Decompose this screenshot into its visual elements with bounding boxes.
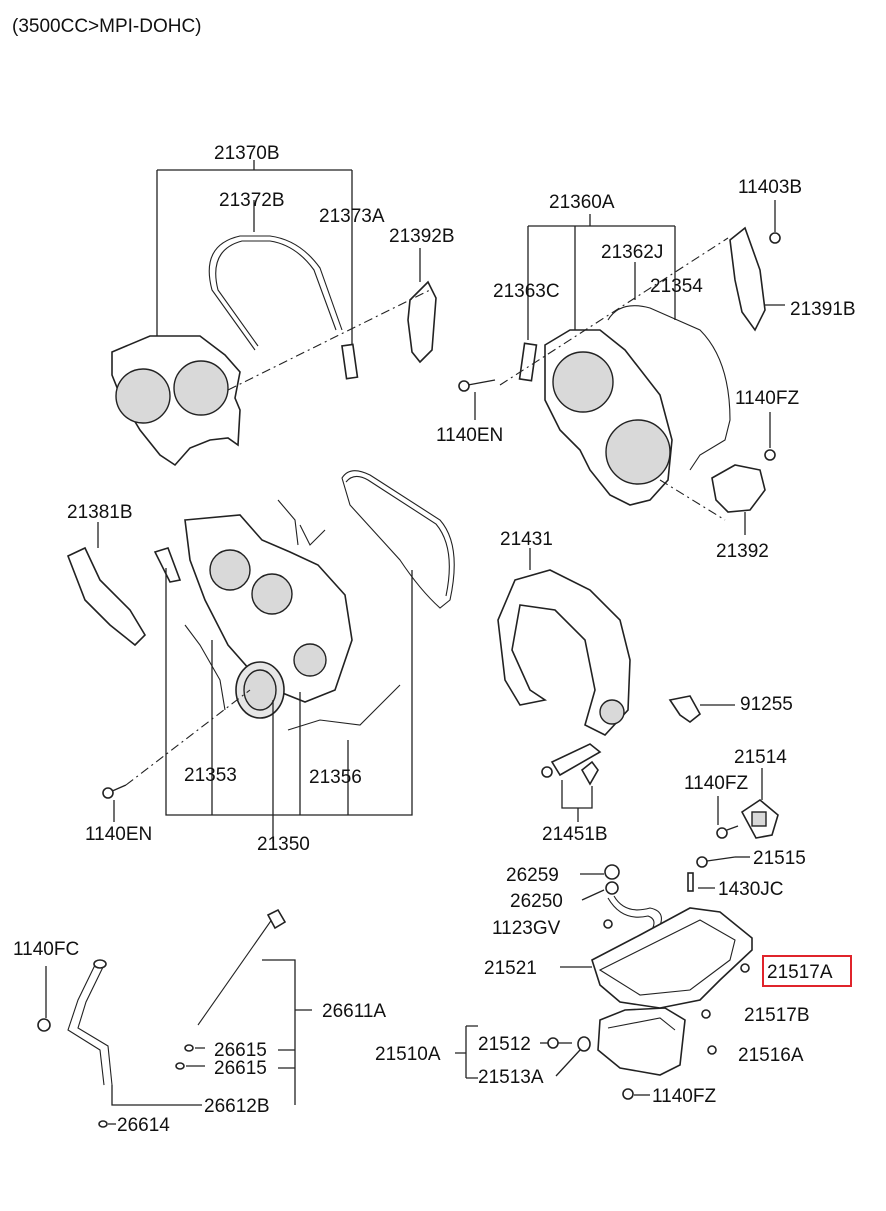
oil-pressure-switch-21451B[interactable]	[550, 743, 602, 777]
label-26611A[interactable]: 26611A	[322, 1001, 386, 1022]
label-21515[interactable]: 21515	[753, 848, 806, 869]
label-1140FZ-middle[interactable]: 1140FZ	[684, 773, 748, 794]
gasket-21354[interactable]	[607, 305, 731, 471]
drain-plug-21512[interactable]	[547, 1037, 572, 1049]
label-26615-a[interactable]: 26615	[214, 1040, 267, 1061]
o-ring-26615-b[interactable]	[175, 1062, 185, 1070]
drain-gasket-21513A[interactable]	[577, 1036, 591, 1052]
label-21381B[interactable]: 21381B	[67, 502, 133, 523]
highlighted-part-box[interactable]	[762, 955, 852, 987]
label-21431[interactable]: 21431	[500, 529, 553, 550]
label-1140FC[interactable]: 1140FC	[13, 939, 79, 960]
label-21372B[interactable]: 21372B	[219, 190, 285, 211]
label-21356[interactable]: 21356	[309, 767, 362, 788]
label-1430JC[interactable]: 1430JC	[718, 879, 784, 900]
timing-belt[interactable]	[341, 470, 455, 609]
o-ring-26614[interactable]	[98, 1120, 108, 1128]
bolt-21517A[interactable]	[740, 963, 750, 973]
label-11403B[interactable]: 11403B	[738, 177, 802, 198]
bracket-21381B[interactable]	[66, 546, 147, 647]
engine-plate-group	[497, 548, 735, 822]
label-1140EN-lower[interactable]: 1140EN	[85, 824, 152, 845]
part-labels: 21370B 21372B 21373A 21392B 21360A 11403…	[13, 143, 856, 1136]
label-21360A[interactable]: 21360A	[549, 192, 615, 213]
dowel-1430JC[interactable]	[687, 872, 694, 892]
label-21512[interactable]: 21512	[478, 1034, 531, 1055]
middle-left-timing-group	[66, 470, 455, 842]
label-21451B[interactable]: 21451B	[542, 824, 608, 845]
bolt-1140FZ-middle[interactable]	[716, 825, 739, 839]
label-21513A[interactable]: 21513A	[478, 1067, 544, 1088]
upper-right-timing-cover-group	[458, 200, 785, 535]
label-1140FZ-upper[interactable]: 1140FZ	[735, 388, 799, 409]
bracket-91255[interactable]	[668, 695, 702, 723]
label-21517B[interactable]: 21517B	[744, 1005, 810, 1026]
bolt-1140FC[interactable]	[37, 966, 51, 1032]
label-21363C[interactable]: 21363C	[493, 281, 560, 302]
bolt-1140FZ-lower[interactable]	[622, 1088, 634, 1100]
gasket-21372B[interactable]	[208, 235, 343, 351]
dipstick-26611A[interactable]	[197, 914, 276, 1026]
label-1140FZ-lower[interactable]: 1140FZ	[652, 1086, 716, 1107]
oil-pan-group	[455, 768, 852, 1100]
label-26259[interactable]: 26259	[506, 865, 559, 886]
label-1140EN-upper[interactable]: 1140EN	[436, 425, 503, 446]
label-21362J[interactable]: 21362J	[601, 242, 663, 263]
o-ring-26615-a[interactable]	[184, 1044, 194, 1052]
seal-21363C[interactable]	[518, 342, 538, 382]
dipstick-tube-26612B[interactable]	[67, 964, 105, 1086]
bolt-11403B[interactable]	[769, 200, 781, 244]
label-26250[interactable]: 26250	[510, 891, 563, 912]
bolt-21517B[interactable]	[701, 1009, 711, 1019]
oil-strainer-26250[interactable]	[604, 864, 662, 937]
label-21392[interactable]: 21392	[716, 541, 769, 562]
bracket-21392[interactable]	[711, 464, 766, 513]
seal-21373A[interactable]	[341, 343, 359, 380]
lower-oil-pan[interactable]	[597, 1007, 686, 1076]
engine-spec-title: (3500CC>MPI-DOHC)	[12, 16, 202, 37]
bolt-21516A[interactable]	[707, 1045, 717, 1055]
label-26612B[interactable]: 26612B	[204, 1096, 270, 1117]
dipstick-group	[37, 908, 312, 1128]
label-26615-b[interactable]: 26615	[214, 1058, 267, 1079]
label-26614[interactable]: 26614	[117, 1115, 170, 1136]
label-21392B[interactable]: 21392B	[389, 226, 455, 247]
bracket-21392B[interactable]	[407, 280, 437, 364]
bolt-1140EN-lower[interactable]	[102, 784, 127, 799]
label-21370B[interactable]: 21370B	[214, 143, 280, 164]
bracket-21391B[interactable]	[729, 226, 766, 332]
label-21521[interactable]: 21521	[484, 958, 537, 979]
upper-oil-pan-21521[interactable]	[591, 907, 753, 1009]
label-21353[interactable]: 21353	[184, 765, 237, 786]
bolt-21515[interactable]	[696, 856, 736, 868]
label-21354[interactable]: 21354	[650, 276, 703, 297]
label-21510A[interactable]: 21510A	[375, 1044, 441, 1065]
label-21516A[interactable]: 21516A	[738, 1045, 804, 1066]
label-21373A[interactable]: 21373A	[319, 206, 385, 227]
label-1123GV[interactable]: 1123GV	[492, 918, 561, 939]
upper-left-timing-cover-group	[111, 160, 437, 467]
label-21517A[interactable]: 21517A	[767, 962, 833, 983]
label-91255[interactable]: 91255	[740, 694, 793, 715]
bolt-1140EN-upper[interactable]	[458, 379, 496, 392]
engine-plate-21431[interactable]	[497, 569, 631, 736]
label-21514[interactable]: 21514	[734, 747, 787, 768]
bolt-1140FZ-upper[interactable]	[764, 412, 776, 461]
label-21391B[interactable]: 21391B	[790, 299, 856, 320]
label-21350[interactable]: 21350	[257, 834, 310, 855]
